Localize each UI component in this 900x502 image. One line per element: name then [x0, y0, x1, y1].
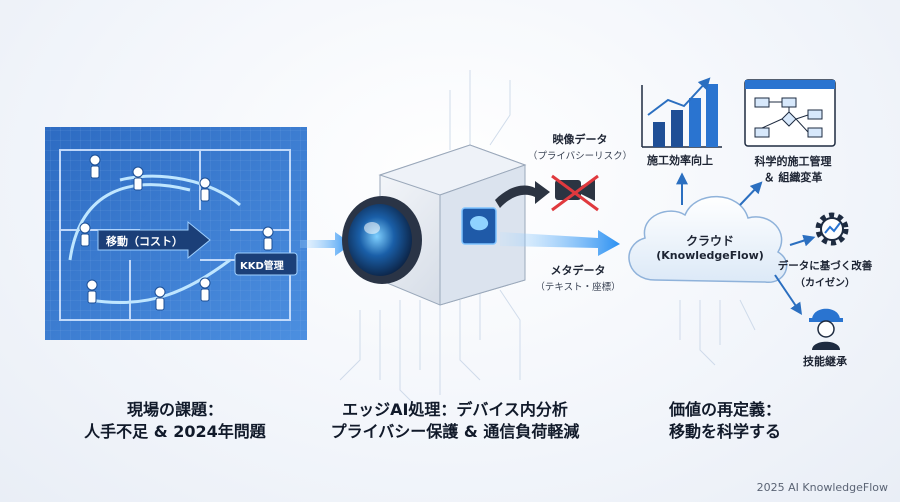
video-data-subtitle: （プライバシーリスク） [527, 151, 633, 162]
center-caption-line1: エッジAI処理：デバイス内分析 [342, 400, 568, 419]
gear-improvement-icon [815, 212, 849, 246]
worker-icons [79, 154, 274, 311]
skill-label: 技能継承 [803, 355, 847, 368]
skilled-worker-icon [809, 308, 843, 350]
kaizen-label-line1: データに基づく改善 [777, 260, 873, 272]
flow-to-camera-arrow [300, 232, 352, 256]
edge-ai-camera [342, 144, 527, 306]
efficiency-label: 施工効率向上 [647, 154, 713, 167]
circuit-lines [339, 70, 756, 411]
blocked-video-icon [551, 174, 599, 212]
video-data-arrow [495, 181, 550, 208]
cloud-output-arrows [676, 172, 816, 315]
knowledgeflow-cloud [628, 195, 788, 283]
move-arrow [97, 220, 211, 260]
efficiency-chart-icon [641, 77, 722, 148]
cloud-title: クラウド [685, 234, 734, 248]
science-label-line2: ＆ 組織変革 [763, 171, 823, 184]
center-caption-line2: プライバシー保護 & 通信負荷軽減 [330, 422, 580, 441]
metadata-arrow [500, 230, 620, 256]
cloud-subtitle: (KnowledgeFlow) [656, 249, 764, 262]
kkd-management-label: KKD管理 [240, 261, 284, 272]
kaizen-label-line2: （カイゼン） [795, 278, 855, 289]
video-data-title: 映像データ [552, 133, 608, 146]
left-caption-line1: 現場の課題： [126, 400, 223, 419]
science-label-line1: 科学的施工管理 [754, 155, 832, 168]
metadata-subtitle: （テキスト・座標） [535, 282, 621, 293]
right-caption-line2: 移動を科学する [668, 422, 781, 441]
move-cost-label: 移動（コスト） [106, 235, 183, 248]
left-caption-line2: 人手不足 & 2024年問題 [84, 422, 266, 441]
kkd-box [234, 252, 298, 276]
metadata-title: メタデータ [550, 264, 606, 277]
footer-credit: 2025 AI KnowledgeFlow [756, 481, 888, 494]
flowchart-window-icon [744, 79, 836, 147]
right-caption-line1: 価値の再定義： [668, 400, 781, 419]
